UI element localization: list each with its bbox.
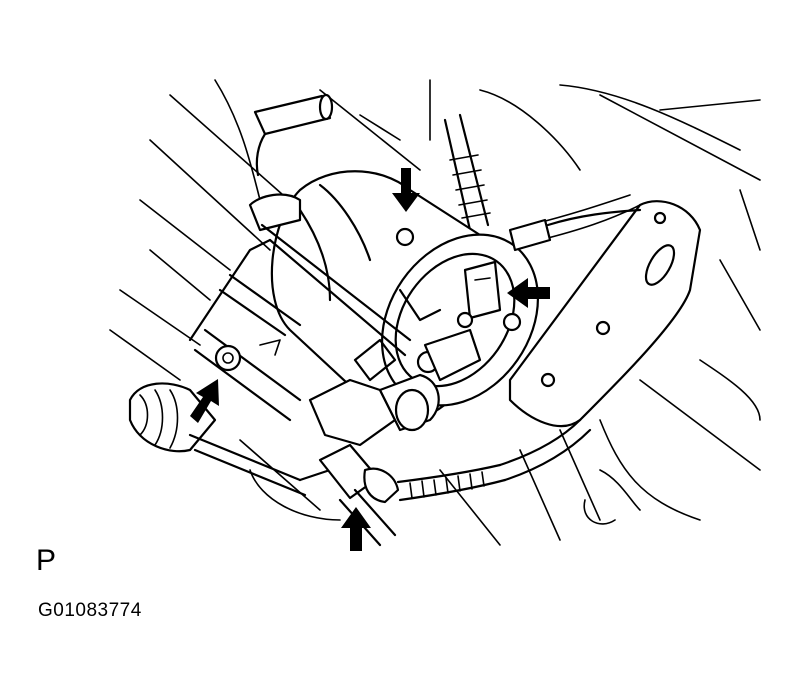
vertical-hose [443,113,491,232]
lower-housing [308,338,440,447]
arrow-bottom-hose [341,507,371,551]
view-letter-label: P [36,544,57,577]
arrow-left-bolt [190,379,219,423]
callout-arrows [190,168,550,551]
motor-connector [395,227,522,382]
arrow-top-bolt [392,168,420,212]
lower-hose [318,418,592,547]
arrow-right-connector [507,278,550,308]
mounting-bracket [188,193,412,422]
cable-boot [128,382,332,497]
figure-code: G01083774 [38,600,142,621]
background-engine-bay [109,79,761,546]
right-pipe [508,208,642,252]
upper-pipe [253,93,334,177]
